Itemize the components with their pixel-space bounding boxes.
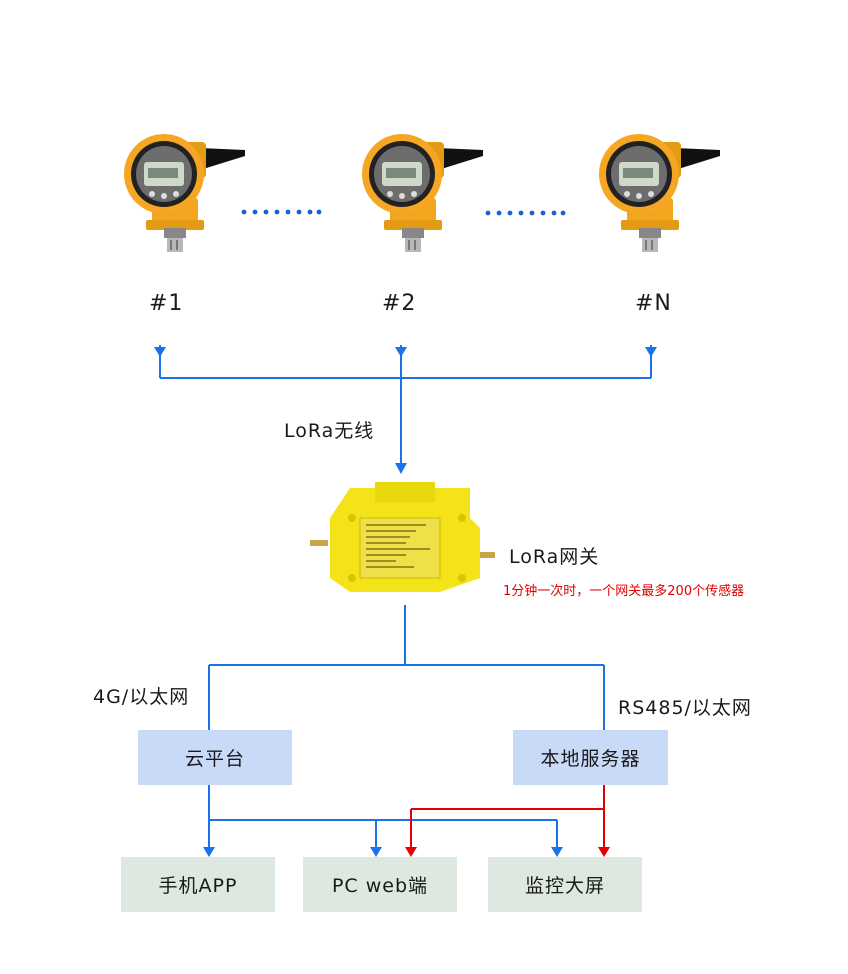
arrow-pc-red	[405, 847, 417, 857]
pressure-sensor-n-image	[599, 134, 720, 252]
ellipsis-dots-2	[485, 210, 566, 216]
pc-web-box: PC web端	[303, 857, 457, 912]
uplink-left-label: 4G/以太网	[93, 686, 190, 708]
arrow-sensor2	[395, 347, 407, 357]
monitor-screen-label: 监控大屏	[524, 875, 605, 897]
sensor-n-label: #N	[635, 291, 672, 316]
pressure-sensor-2-image	[362, 134, 483, 252]
arrow-app	[203, 847, 215, 857]
arrow-sensorN	[645, 347, 657, 357]
gateway-capacity-note: 1分钟一次时，一个网关最多200个传感器	[503, 584, 745, 599]
arrow-gateway	[395, 463, 407, 474]
pressure-sensor-1-image	[124, 134, 245, 252]
lora-wireless-label: LoRa无线	[284, 420, 375, 442]
mobile-app-label: 手机APP	[158, 875, 238, 897]
monitor-screen-box: 监控大屏	[488, 857, 642, 912]
gateway-label: LoRa网关	[509, 546, 600, 568]
ellipsis-dots-1	[241, 209, 322, 215]
sensor-2-label: #2	[382, 291, 417, 316]
arrow-screen-red	[598, 847, 610, 857]
lora-gateway-image	[310, 482, 495, 592]
local-server-label: 本地服务器	[540, 748, 641, 770]
sensor-1-label: #1	[149, 291, 184, 316]
pc-web-label: PC web端	[331, 875, 429, 897]
arrow-sensor1	[154, 347, 166, 357]
uplink-right-label: RS485/以太网	[618, 697, 752, 719]
arrow-pc-blue	[370, 847, 382, 857]
cloud-platform-label: 云平台	[184, 748, 245, 770]
mobile-app-box: 手机APP	[121, 857, 275, 912]
cloud-platform-box: 云平台	[138, 730, 292, 785]
local-server-box: 本地服务器	[513, 730, 668, 785]
arrow-screen-blue	[551, 847, 563, 857]
